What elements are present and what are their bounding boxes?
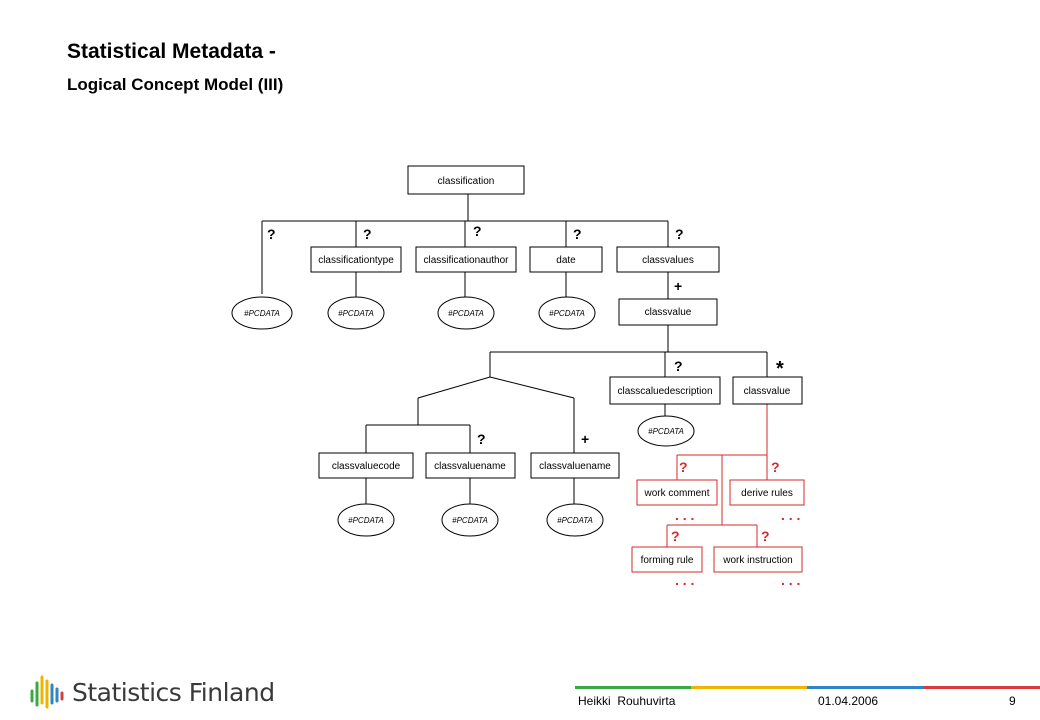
pcdata-node: #PCDATA — [637, 415, 695, 447]
svg-text:derive rules: derive rules — [741, 488, 793, 499]
footer-bar-green — [575, 686, 691, 689]
optional-mark: ? — [573, 226, 582, 242]
pcdata-node: #PCDATA — [538, 296, 596, 330]
svg-text:#PCDATA: #PCDATA — [348, 516, 384, 525]
box-classvaluecode: classvaluecode — [318, 452, 414, 479]
optional-mark: ? — [477, 431, 486, 447]
logo-text: Statistics Finland — [72, 677, 275, 707]
box-classvaluename-1: classvaluename — [425, 452, 516, 479]
optional-mark: ? — [267, 226, 276, 242]
box-forming-rule: forming rule — [631, 546, 703, 573]
box-classvalues: classvalues — [616, 246, 720, 273]
one-or-more-mark: + — [674, 278, 682, 294]
svg-text:classificationtype: classificationtype — [318, 255, 394, 266]
svg-text:classvalue: classvalue — [645, 307, 692, 318]
one-or-more-mark: + — [581, 431, 589, 447]
pcdata-node: #PCDATA — [437, 296, 495, 330]
zero-or-more-mark: * — [776, 358, 784, 380]
box-date: date — [529, 246, 603, 273]
optional-mark: ? — [679, 459, 688, 475]
svg-text:#PCDATA: #PCDATA — [648, 427, 684, 436]
svg-text:classification: classification — [438, 176, 495, 187]
footer-bar-blue — [807, 686, 923, 689]
slide-title: Statistical Metadata - — [67, 40, 276, 63]
box-work-instruction: work instruction — [713, 546, 803, 573]
black-connectors — [261, 194, 768, 505]
statistics-finland-logo: Statistics Finland — [28, 672, 275, 712]
slide-subtitle: Logical Concept Model (III) — [67, 75, 284, 94]
svg-text:classvalue: classvalue — [744, 386, 791, 397]
pcdata-node: #PCDATA — [327, 296, 385, 330]
footer-bar-red — [923, 686, 1040, 689]
optional-mark: ? — [771, 459, 780, 475]
svg-text:classvaluecode: classvaluecode — [332, 461, 401, 472]
svg-text:classificationauthor: classificationauthor — [423, 255, 509, 266]
pcdata-node: #PCDATA — [441, 503, 499, 537]
svg-text:classvaluename: classvaluename — [539, 461, 611, 472]
box-classification: classification — [407, 165, 525, 195]
footer-date: 01.04.2006 — [818, 694, 879, 708]
box-classvalue-child: classvalue — [732, 376, 803, 405]
svg-text:classcaluedescription: classcaluedescription — [617, 386, 712, 397]
svg-text:classvaluename: classvaluename — [434, 461, 506, 472]
ellipsis-mark: . . . — [675, 572, 694, 588]
svg-text:date: date — [556, 255, 576, 266]
pcdata-node: #PCDATA — [337, 503, 395, 537]
optional-mark: ? — [363, 226, 372, 242]
svg-text:#PCDATA: #PCDATA — [452, 516, 488, 525]
svg-text:#PCDATA: #PCDATA — [557, 516, 593, 525]
red-connectors — [666, 404, 768, 547]
svg-text:#PCDATA: #PCDATA — [244, 309, 280, 318]
box-classvalue-main: classvalue — [618, 298, 718, 326]
pcdata-node: #PCDATA — [231, 296, 293, 330]
box-classcaluedescription: classcaluedescription — [609, 376, 721, 405]
svg-text:#PCDATA: #PCDATA — [549, 309, 585, 318]
svg-text:forming rule: forming rule — [641, 555, 694, 566]
optional-mark: ? — [675, 226, 684, 242]
optional-mark: ? — [674, 358, 683, 374]
optional-mark: ? — [761, 528, 770, 544]
box-work-comment: work comment — [636, 479, 718, 506]
footer-author: Heikki Rouhuvirta — [578, 694, 676, 708]
svg-text:#PCDATA: #PCDATA — [448, 309, 484, 318]
svg-text:work comment: work comment — [643, 488, 709, 499]
ellipsis-mark: . . . — [675, 507, 694, 523]
svg-text:classvalues: classvalues — [642, 255, 694, 266]
box-classificationtype: classificationtype — [310, 246, 402, 273]
svg-text:#PCDATA: #PCDATA — [338, 309, 374, 318]
footer-bar-yellow — [691, 686, 807, 689]
ellipsis-mark: . . . — [781, 572, 800, 588]
pcdata-node: #PCDATA — [546, 503, 604, 537]
optional-mark: ? — [473, 223, 482, 239]
box-classvaluename-2: classvaluename — [530, 452, 620, 479]
box-derive-rules: derive rules — [729, 479, 805, 506]
svg-text:work instruction: work instruction — [722, 555, 792, 566]
box-classificationauthor: classificationauthor — [415, 246, 517, 273]
optional-mark: ? — [671, 528, 680, 544]
logo-icon — [30, 675, 64, 709]
ellipsis-mark: . . . — [781, 507, 800, 523]
page-number: 9 — [1009, 694, 1016, 708]
